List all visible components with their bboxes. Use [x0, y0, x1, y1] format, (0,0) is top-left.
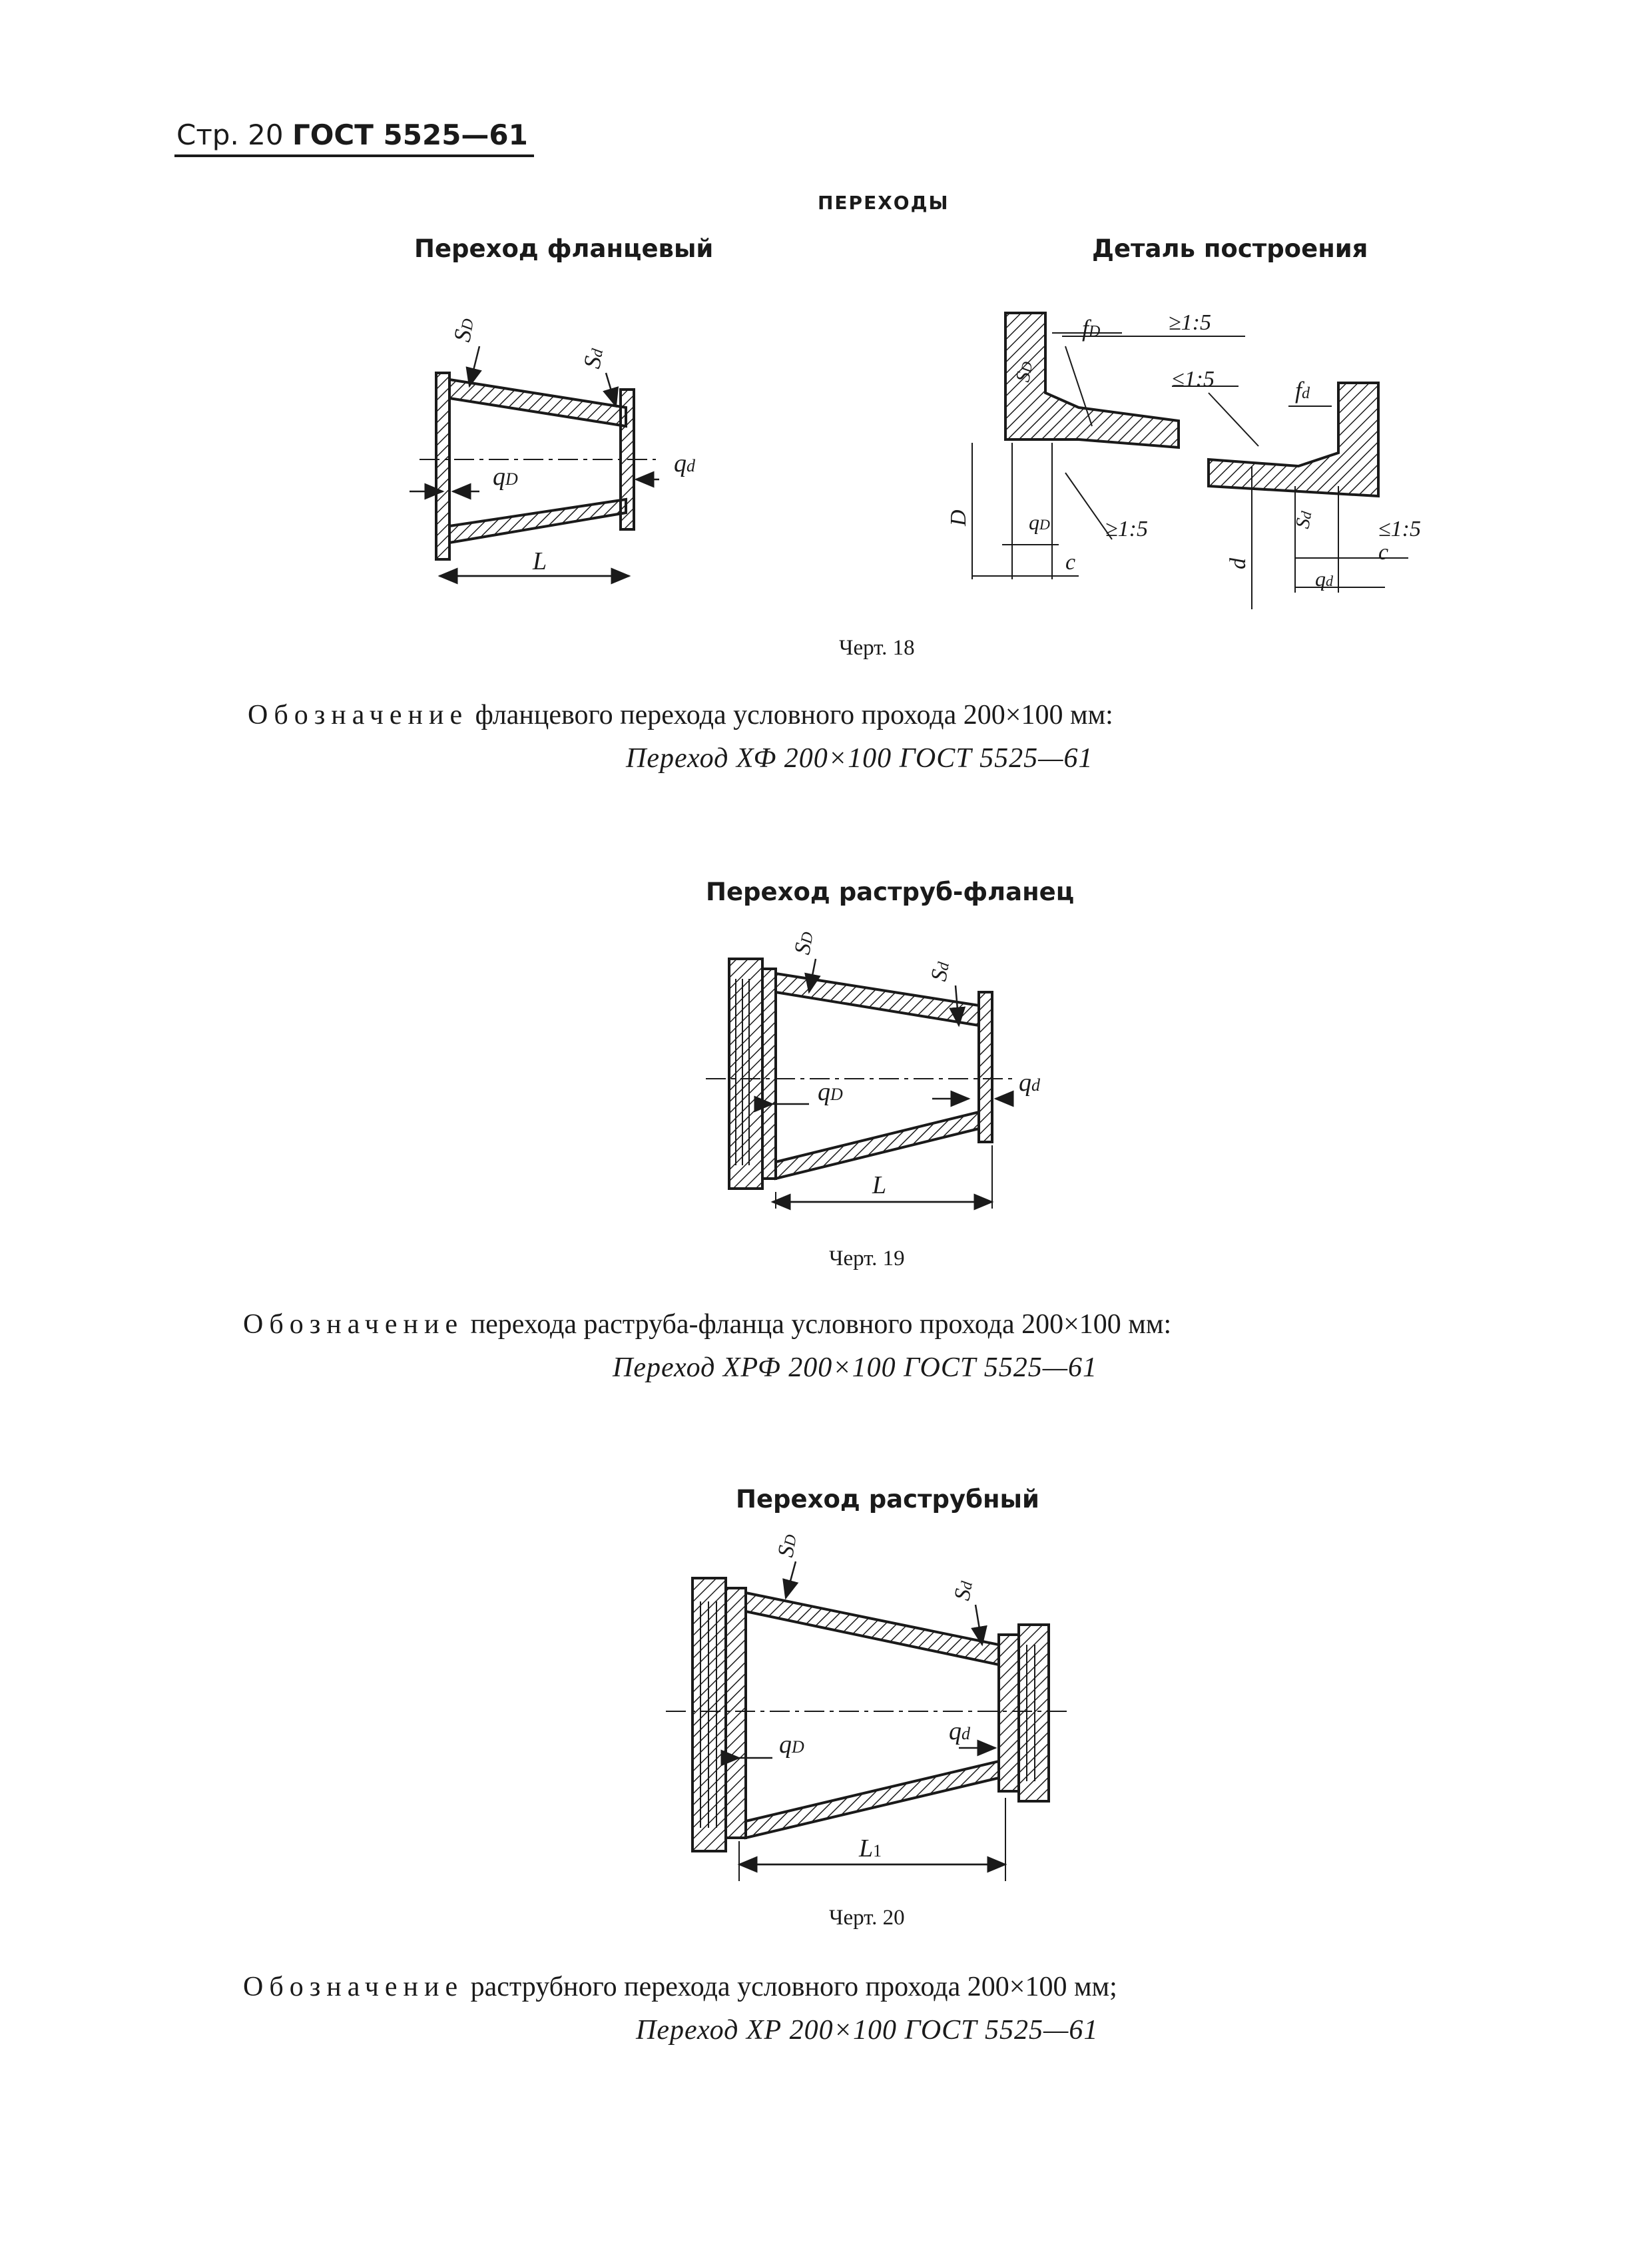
fig19-desc-rest: перехода раструба-фланца условного прохо…: [470, 1309, 1172, 1340]
fig18-slope-right-label: ≤1:5: [1378, 517, 1421, 541]
fig20-designation: Переход ХР 200×100 ГОСТ 5525—61: [636, 2015, 1099, 2046]
fig19-qD-label: qD: [818, 1078, 843, 1106]
fig18-detail-qD-label: qD: [1029, 510, 1050, 534]
fig19-desc-lead: Обозначение: [243, 1309, 464, 1340]
fig18-designation: Переход ХФ 200×100 ГОСТ 5525—61: [626, 743, 1093, 774]
fig19-title: Переход раструб-фланец: [706, 878, 1075, 906]
fig19-qd-label: qd: [1019, 1069, 1041, 1097]
fig18-desc-lead: Обозначение: [248, 700, 469, 730]
fig18-slope-top-label: ≥1:5: [1169, 310, 1211, 335]
fig18-detail-sD-label: SD: [1011, 360, 1037, 384]
fig18-right-title: Деталь построения: [1092, 234, 1368, 263]
fig18-D-label: D: [946, 509, 971, 527]
fig19-caption: Черт. 19: [829, 1247, 905, 1270]
section-title: ПЕРЕХОДЫ: [818, 192, 950, 214]
fig18-sD-label: SD: [448, 316, 479, 344]
fig18-c-label-right: c: [1378, 540, 1388, 565]
fig20-sd-label: Sd: [950, 1578, 977, 1602]
page-number: Стр. 20: [176, 119, 284, 151]
header-rule: [174, 154, 534, 157]
fig20-qd-label: qd: [949, 1717, 971, 1745]
fig18-desc-rest: фланцевого перехода условного прохода 20…: [475, 700, 1113, 730]
fig20-L1-label: L1: [858, 1834, 882, 1862]
fig19-L-label: L: [872, 1171, 886, 1199]
fig18-L-label: L: [532, 547, 547, 575]
fig18-left-title: Переход фланцевый: [414, 234, 714, 263]
fig18-d-label: d: [1226, 557, 1250, 569]
fig20-title: Переход раструбный: [736, 1485, 1039, 1514]
fig18-description: Обозначение фланцевого перехода условног…: [248, 699, 1113, 731]
fig18-qd-label: qd: [674, 449, 696, 477]
fig19-sD-label: SD: [790, 930, 818, 956]
fig20-qD-label: qD: [779, 1731, 804, 1759]
fig18-detail-qd-label: qd: [1315, 567, 1334, 591]
fig20-desc-lead: Обозначение: [243, 1972, 464, 2002]
fig20-sD-label: SD: [773, 1532, 801, 1559]
fig19-designation: Переход ХРФ 200×100 ГОСТ 5525—61: [613, 1352, 1098, 1383]
fig19-sd-label: Sd: [926, 959, 954, 983]
page-header: Стр. 20 ГОСТ 5525—61: [176, 119, 528, 151]
fig19-description: Обозначение перехода раструба-фланца усл…: [243, 1308, 1171, 1340]
fig18-c-label-left: c: [1065, 550, 1075, 575]
fig20-caption: Черт. 20: [829, 1906, 905, 1930]
fig20-desc-rest: раструбного перехода условного прохода 2…: [470, 1972, 1117, 2002]
construction-detail-drawing: [971, 312, 1408, 609]
fig18-qD-label: qD: [493, 463, 518, 491]
fig18-caption: Черт. 18: [839, 636, 915, 660]
fig18-slope-bottom-label: ≥1:5: [1105, 517, 1148, 541]
fig18-sd-label: Sd: [578, 346, 608, 370]
fig18-slope-mid-label: ≤1:5: [1172, 367, 1215, 392]
fig20-description: Обозначение раструбного перехода условно…: [243, 1971, 1117, 2003]
flanged-transition-drawing: [410, 346, 659, 585]
standard-number: ГОСТ 5525—61: [292, 119, 528, 151]
